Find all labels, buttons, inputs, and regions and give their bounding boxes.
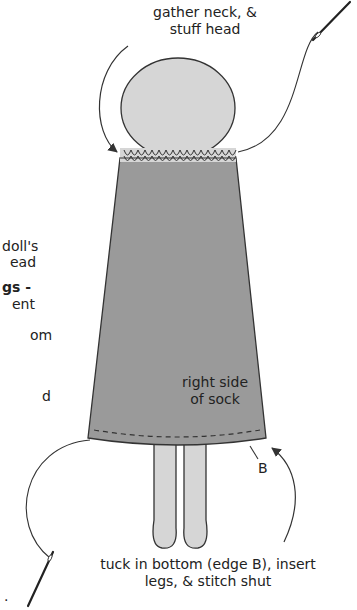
gather-fold <box>152 150 159 161</box>
callout-text: tuck in bottom (edge B), insert legs, & … <box>93 556 323 590</box>
needle-eye <box>314 31 321 38</box>
cut-text: ent <box>12 296 35 313</box>
gather-fold <box>201 150 208 161</box>
gather-fold <box>166 150 173 161</box>
thread <box>26 440 90 558</box>
sock-body <box>88 158 266 445</box>
neck-gathers <box>120 150 236 161</box>
gather-fold <box>145 150 152 161</box>
gather-fold <box>173 150 180 161</box>
stitch-line <box>94 430 260 437</box>
cut-text: . <box>4 588 8 605</box>
cut-text: d <box>42 388 51 405</box>
cut-text: ead <box>10 254 36 271</box>
part-label: right side of sock <box>176 374 254 408</box>
gather-fold <box>222 150 229 161</box>
edge-label: B <box>258 460 268 477</box>
cut-text: gs - <box>2 279 31 296</box>
gather-fold <box>138 150 145 161</box>
gather-fold <box>187 150 194 161</box>
gather-fold <box>229 150 236 161</box>
gather-fold <box>180 150 187 161</box>
callout-arrow <box>99 46 128 152</box>
neck-band <box>120 148 236 162</box>
gather-fold <box>131 150 138 161</box>
leader-line <box>250 446 258 459</box>
cut-text: om <box>30 327 52 344</box>
callout-text: gather neck, & stuff head <box>140 4 270 38</box>
gather-fold <box>215 150 222 161</box>
gather-fold <box>124 150 131 161</box>
left-leg <box>153 438 176 548</box>
callout-arrow <box>272 448 295 542</box>
right-leg <box>184 438 207 548</box>
needle-eye <box>47 554 53 562</box>
gather-fold <box>208 150 215 161</box>
gather-fold <box>159 150 166 161</box>
thread <box>238 32 318 152</box>
needle <box>313 2 350 40</box>
cut-text: doll's <box>2 238 38 255</box>
doll-head <box>121 58 235 158</box>
needle <box>28 552 53 606</box>
neck-edge <box>120 158 236 159</box>
gather-fold <box>194 150 201 161</box>
